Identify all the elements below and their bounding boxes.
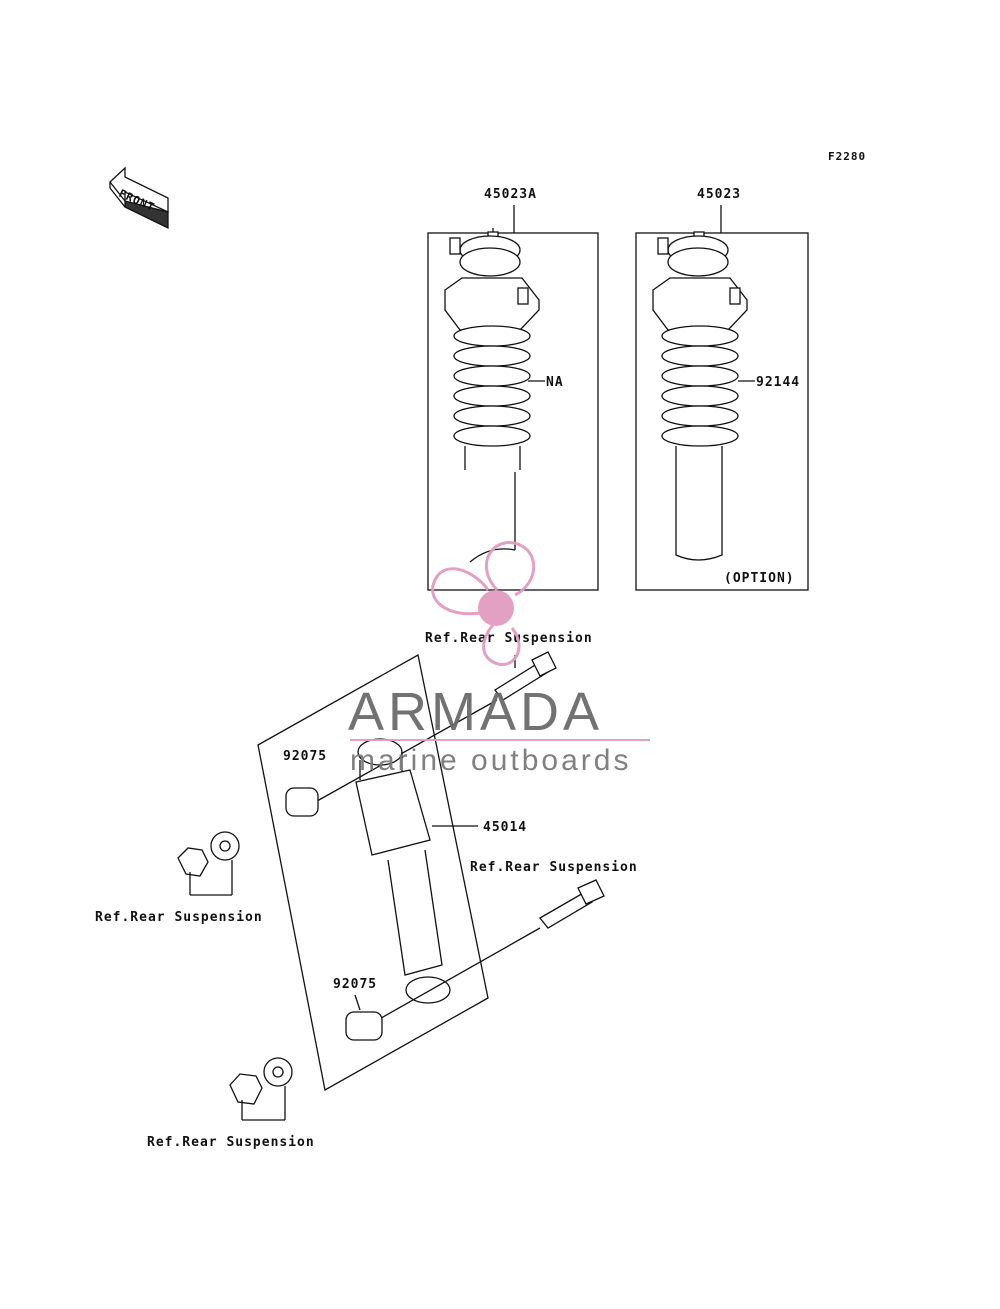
frame-45014 (257, 653, 489, 1092)
assembly-45023 (652, 231, 748, 561)
hardware-upper (177, 787, 319, 896)
hardware-lower (229, 1011, 383, 1121)
label-spring-right: 92144 (756, 375, 800, 390)
bolt-upper (309, 651, 557, 806)
bolt-lower (359, 879, 605, 1031)
watermark-brand: ARMADA (348, 682, 603, 742)
propeller-icon (431, 541, 536, 667)
shock-45014 (355, 738, 478, 1004)
label-ref-right: Ref.Rear Suspension (470, 860, 638, 875)
frame-45023A (427, 232, 599, 591)
label-ref-bottom: Ref.Rear Suspension (147, 1135, 315, 1150)
label-ref-left: Ref.Rear Suspension (95, 910, 263, 925)
label-spring-left: NA (546, 375, 564, 390)
label-45023A: 45023A (484, 187, 537, 202)
watermark-tagline: marine outboards (350, 744, 631, 777)
label-ref-top: Ref.Rear Suspension (425, 631, 593, 646)
label-92075-upper: 92075 (283, 749, 327, 764)
label-45014: 45014 (483, 820, 527, 835)
watermark-logo: ARMADA marine outboards (348, 541, 650, 777)
diagram-code: F2280 (828, 150, 866, 163)
label-45023: 45023 (697, 187, 741, 202)
frame-45023 (635, 232, 809, 591)
label-92075-lower: 92075 (333, 977, 377, 992)
front-arrow-icon (109, 166, 169, 230)
assembly-45023A (444, 228, 540, 563)
label-option: (OPTION) (724, 571, 795, 586)
